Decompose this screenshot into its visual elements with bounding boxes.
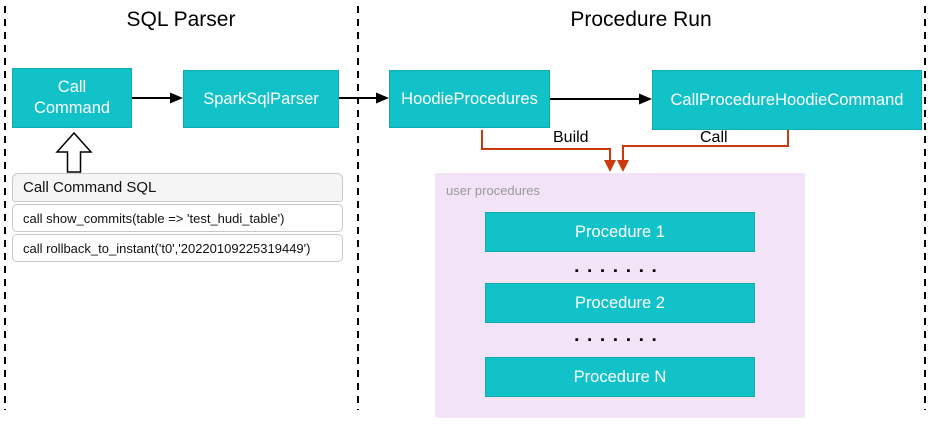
sql-parser-section-title: SQL Parser	[126, 8, 236, 31]
node-call-procedure-hoodie-command: CallProcedureHoodieCommand	[652, 70, 922, 130]
node-hoodie-procedures-label: HoodieProcedures	[401, 89, 538, 108]
node-call-procedure-hoodie-command-label: CallProcedureHoodieCommand	[670, 90, 904, 109]
user-procedures-label: user procedures	[446, 183, 540, 198]
ellipsis-separator: ▪▪▪▪▪▪▪	[574, 265, 666, 277]
node-procedure-1: Procedure 1	[485, 212, 755, 252]
sql-example-row: call show_commits(table => 'test_hudi_ta…	[12, 204, 343, 232]
connector-build	[481, 130, 616, 172]
node-procedure-n: Procedure N	[485, 357, 755, 397]
node-hoodie-procedures: HoodieProcedures	[389, 70, 550, 128]
node-procedure-1-label: Procedure 1	[575, 222, 665, 241]
left-dashed-border	[4, 6, 6, 410]
node-procedure-2: Procedure 2	[485, 283, 755, 323]
node-spark-sql-parser-label: SparkSqlParser	[203, 89, 319, 108]
call-command-sql-panel: Call Command SQL call show_commits(table…	[12, 173, 343, 264]
sql-panel-header: Call Command SQL	[12, 173, 343, 202]
node-procedure-2-label: Procedure 2	[575, 293, 665, 312]
node-procedure-n-label: Procedure N	[573, 367, 667, 386]
user-procedures-panel: user procedures Procedure 1 ▪▪▪▪▪▪▪ Proc…	[435, 173, 805, 418]
node-spark-sql-parser: SparkSqlParser	[183, 70, 339, 128]
node-call-command: Call Command	[12, 68, 132, 128]
right-dashed-border	[924, 6, 926, 410]
build-edge-label: Build	[553, 129, 589, 146]
procedure-run-section-title: Procedure Run	[570, 8, 712, 31]
node-call-command-label: Call Command	[33, 78, 111, 117]
ellipsis-separator: ▪▪▪▪▪▪▪	[574, 334, 666, 346]
sql-example-row: call rollback_to_instant('t0','202201092…	[12, 234, 343, 262]
arrow-parser-to-hoodie-procedures	[339, 92, 389, 104]
section-divider-dashed	[357, 6, 359, 410]
arrow-call-command-to-parser	[132, 92, 183, 104]
call-edge-label: Call	[700, 129, 728, 146]
hollow-up-arrow	[55, 131, 93, 173]
arrow-hoodie-procedures-to-command	[550, 93, 652, 105]
